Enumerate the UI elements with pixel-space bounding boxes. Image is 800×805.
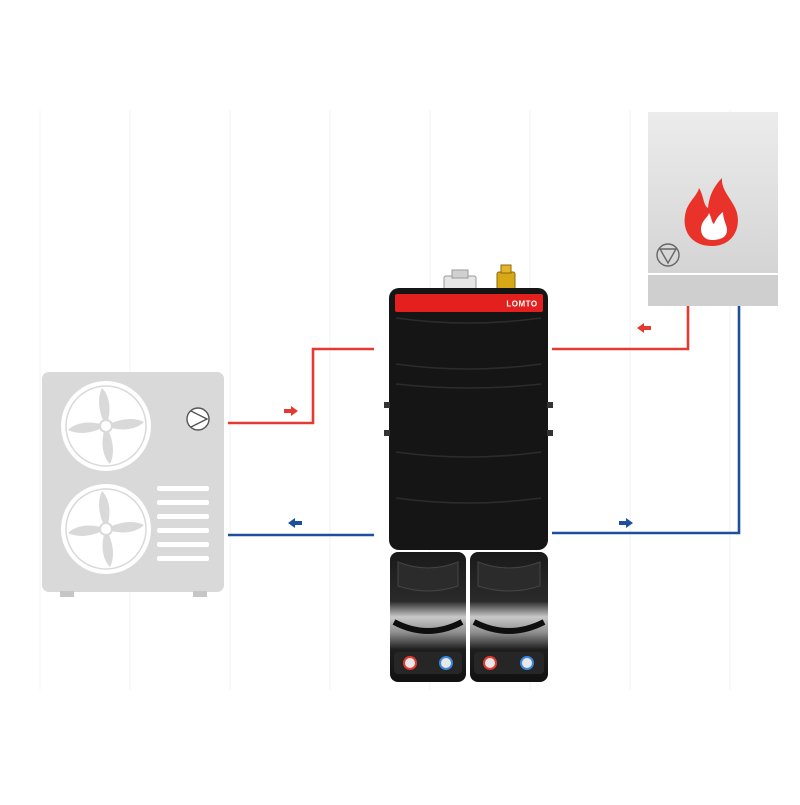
- pipes: [228, 305, 741, 537]
- manifold-left: [390, 552, 466, 682]
- hydraulic-cabinet: LOMTO: [384, 264, 553, 682]
- vent-grille: [157, 486, 209, 561]
- circulation-pump-icon: [656, 243, 680, 267]
- hot-pipe-heat-pump: [228, 347, 374, 425]
- arrow-right-icon: [619, 518, 633, 528]
- cold-pipe-boiler: [552, 305, 741, 535]
- heat-pump-outdoor-unit: [42, 372, 224, 597]
- arrow-right-icon: [284, 406, 298, 416]
- hot-valve-icon: [483, 656, 497, 670]
- fan-icon: [61, 484, 151, 574]
- circulation-pump-icon: [186, 407, 210, 431]
- cold-valve-icon: [520, 656, 534, 670]
- arrow-left-icon: [288, 518, 302, 528]
- gas-boiler: [648, 112, 778, 306]
- panel-seams: [395, 317, 542, 504]
- top-fittings: [443, 264, 516, 291]
- flame-icon: [684, 178, 738, 246]
- arrow-left-icon: [637, 323, 651, 333]
- hot-valve-icon: [403, 656, 417, 670]
- fan-icon: [61, 381, 151, 471]
- brand-bar: [395, 294, 543, 312]
- brand-logo-text: LOMTO: [506, 300, 537, 309]
- hot-pipe-boiler: [552, 305, 690, 351]
- flow-arrows: [284, 323, 651, 528]
- cold-valve-icon: [439, 656, 453, 670]
- manifold-right: [470, 552, 548, 682]
